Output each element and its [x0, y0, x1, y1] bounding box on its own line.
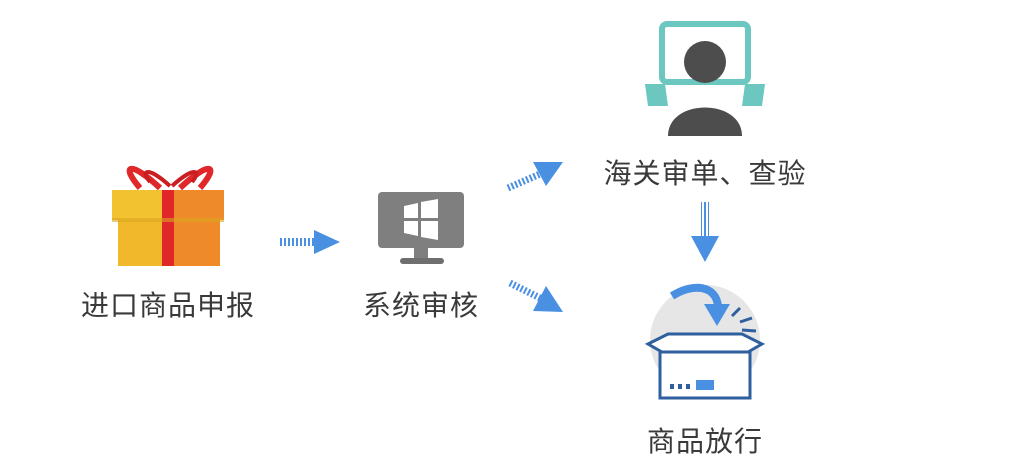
node-label-review: 系统审核	[362, 289, 480, 322]
node-label-release: 商品放行	[646, 425, 764, 458]
node-label-declare: 进口商品申报	[80, 289, 256, 322]
gift-icon	[112, 165, 224, 266]
arrow-declare-to-review	[280, 230, 340, 254]
open-box-icon	[644, 283, 766, 400]
node-label-customs: 海关审单、查验	[603, 157, 807, 190]
customs-officer-icon	[645, 21, 765, 136]
arrow-review-to-customs	[506, 162, 563, 192]
windows-monitor-icon	[378, 192, 464, 264]
arrow-review-to-release	[508, 279, 563, 312]
arrow-customs-to-release	[691, 202, 719, 262]
